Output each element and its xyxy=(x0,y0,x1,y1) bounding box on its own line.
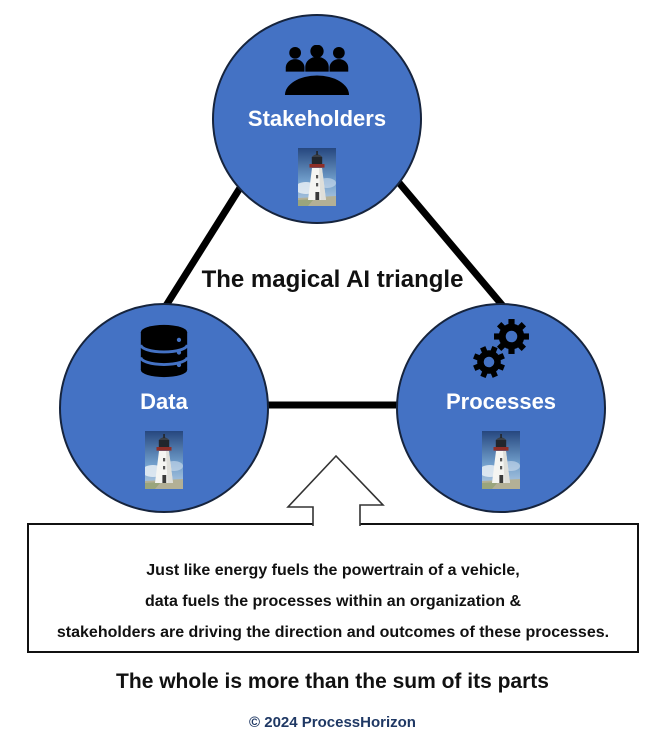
node-data: Data xyxy=(59,303,269,513)
node-stakeholders: Stakeholders xyxy=(212,14,422,224)
explanation-box: Just like energy fuels the powertrain of… xyxy=(27,523,639,653)
stakeholders-label: Stakeholders xyxy=(247,106,387,131)
data-label: Data xyxy=(140,389,188,414)
copyright: © 2024 ProcessHorizon xyxy=(249,714,416,731)
tagline: The whole is more than the sum of its pa… xyxy=(116,670,549,693)
explanation-line: data fuels the processes within an organ… xyxy=(144,593,522,610)
node-processes: Processes xyxy=(396,303,606,513)
explanation-line: stakeholders are driving the direction a… xyxy=(56,624,610,641)
connector-stakeholders-processes xyxy=(387,169,511,315)
explanation-line: Just like energy fuels the powertrain of… xyxy=(146,562,520,579)
diagram-title: The magical AI triangle xyxy=(201,266,464,293)
connector-stakeholders-data xyxy=(159,170,253,314)
processes-label: Processes xyxy=(445,389,557,414)
